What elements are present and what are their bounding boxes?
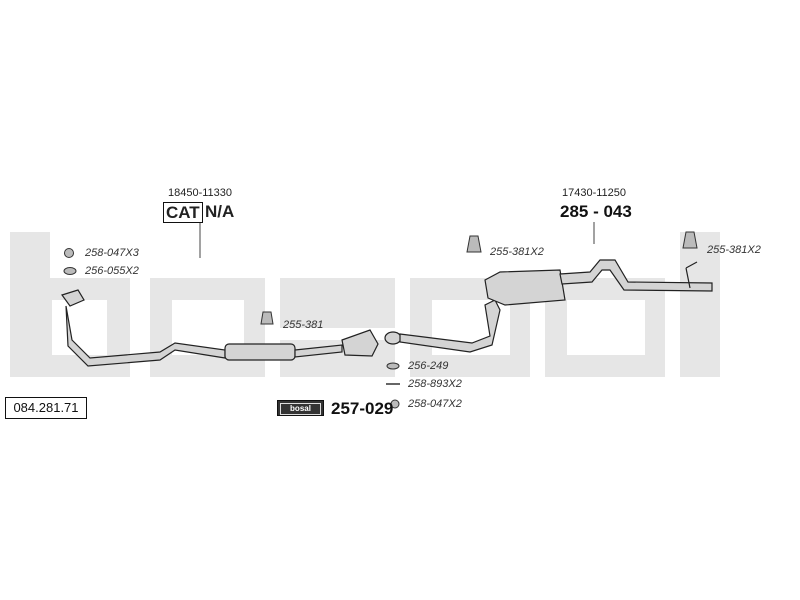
rear-part-number: 285 - 043 [560,202,632,221]
hanger-icon [260,311,274,325]
hanger-icon [682,231,698,249]
cat-suffix: N/A [205,202,235,221]
leader-lines [199,222,595,258]
resonator [224,329,379,361]
hanger-icon [466,235,482,253]
bosal-logo: bosal [277,400,324,416]
reference-number: 084.281.71 [5,397,87,419]
part-label-258-893x2: 258-893X2 [408,378,462,390]
part-label-255-381: 255-381 [283,319,324,331]
part-label-255-381x2-rear: 255-381X2 [707,244,761,256]
part-label-258-047x2: 258-047X2 [408,398,462,410]
part-icons [63,231,698,409]
gasket-icon [63,267,77,275]
rear-muffler [484,259,713,306]
mid-pipe [384,299,501,353]
part-label-255-381x2-mid: 255-381X2 [490,246,544,258]
part-label-256-055x2: 256-055X2 [85,265,139,277]
center-part-number: 257-029 [331,399,394,418]
clamp-icon [64,248,74,258]
ring-icon [386,362,400,370]
nut-icon [390,399,400,409]
front-pipe-oem-label: 18450-11330 [168,187,233,199]
part-label-258-047x3: 258-047X3 [85,247,139,259]
cat-label: CAT [163,202,203,223]
part-label-256-249: 256-249 [408,360,449,372]
rear-part-oem-label: 17430-11250 [562,187,627,199]
